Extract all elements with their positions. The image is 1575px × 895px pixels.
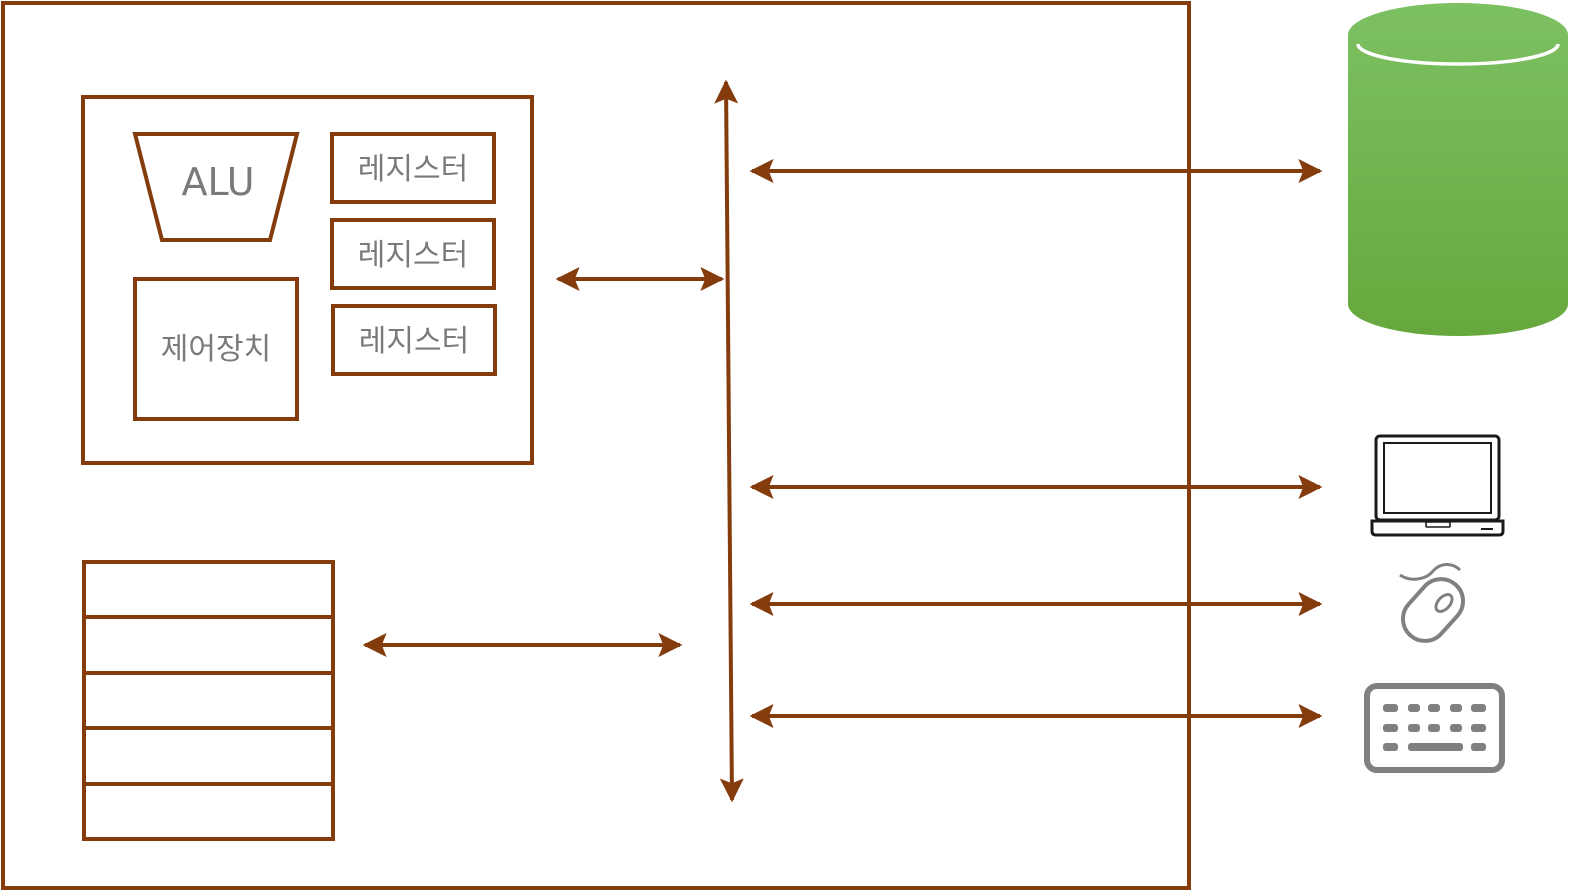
register-label: 레지스터 bbox=[358, 152, 468, 187]
register-box bbox=[330, 218, 496, 290]
control-unit-label: 제어장치 bbox=[161, 332, 271, 367]
mouse-icon bbox=[1399, 563, 1466, 643]
memory-slot bbox=[82, 671, 335, 730]
register-box bbox=[330, 132, 496, 204]
keyboard-icon bbox=[1364, 683, 1505, 773]
memory-stack bbox=[82, 560, 335, 841]
cpu-box bbox=[81, 95, 534, 465]
register-label: 레지스터 bbox=[358, 238, 468, 273]
computer-frame bbox=[1, 1, 1191, 890]
alu-shape bbox=[132, 132, 300, 242]
memory-slot bbox=[82, 615, 335, 675]
system-bus-arrow bbox=[714, 79, 744, 803]
database-cylinder-icon bbox=[1348, 3, 1568, 336]
laptop-icon bbox=[1370, 434, 1505, 537]
register-box bbox=[331, 304, 497, 376]
alu-label: ALU bbox=[181, 160, 254, 204]
memory-slot bbox=[82, 726, 335, 786]
memory-slot bbox=[82, 560, 335, 619]
memory-slot bbox=[82, 782, 335, 841]
control-unit-box bbox=[133, 277, 299, 421]
register-label: 레지스터 bbox=[359, 324, 469, 359]
